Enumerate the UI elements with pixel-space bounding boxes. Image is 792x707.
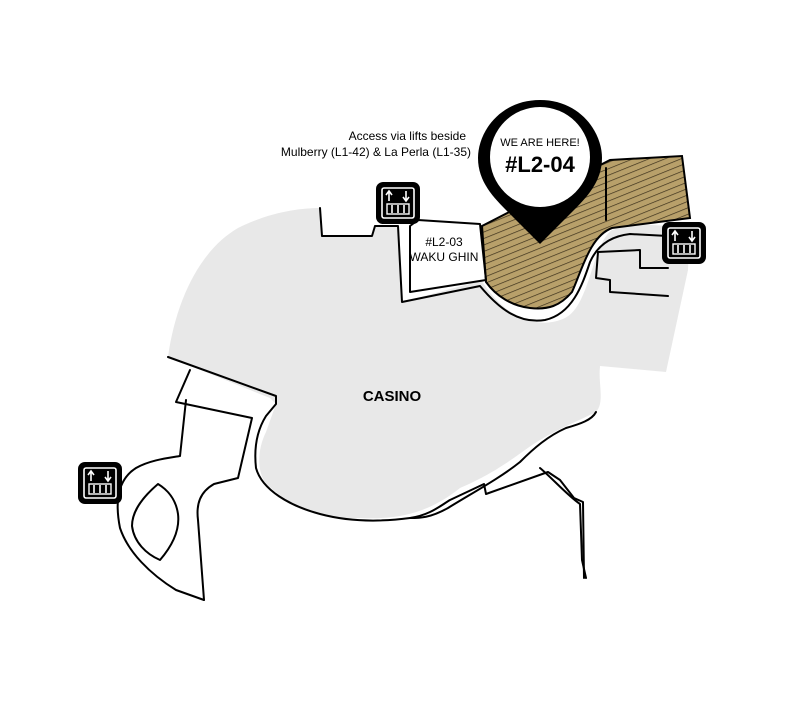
unit-l2-04-area[interactable]: [480, 154, 692, 310]
corridor-outline-bottom: [409, 411, 597, 519]
corridor-outline-right: [595, 249, 669, 297]
lift-icon[interactable]: [662, 222, 706, 264]
access-note-line2: Mulberry (L1-42) & La Perla (L1-35): [281, 145, 471, 159]
unit-l2-03-number: #L2-03: [425, 235, 463, 249]
corridor-outline-top: [319, 207, 669, 322]
casino-label: CASINO: [363, 388, 422, 405]
lift-icon[interactable]: [376, 182, 420, 224]
you-are-here-label: WE ARE HERE!: [500, 137, 579, 149]
oval-island: [131, 483, 180, 561]
lift-icon[interactable]: [78, 462, 122, 504]
map-pin-icon: [478, 100, 602, 244]
casino-area: [168, 208, 690, 519]
unit-l2-03-name: WAKU GHIN: [410, 250, 479, 264]
access-note-line1: Access via lifts beside: [349, 129, 467, 143]
corridor-outline-lower: [175, 369, 253, 601]
corridor-outline-bottom-right: [539, 467, 587, 579]
corridor-outline-left: [167, 356, 585, 579]
corridor-outline-lower-inner: [116, 399, 205, 601]
you-are-here-unit: #L2-04: [505, 152, 575, 177]
